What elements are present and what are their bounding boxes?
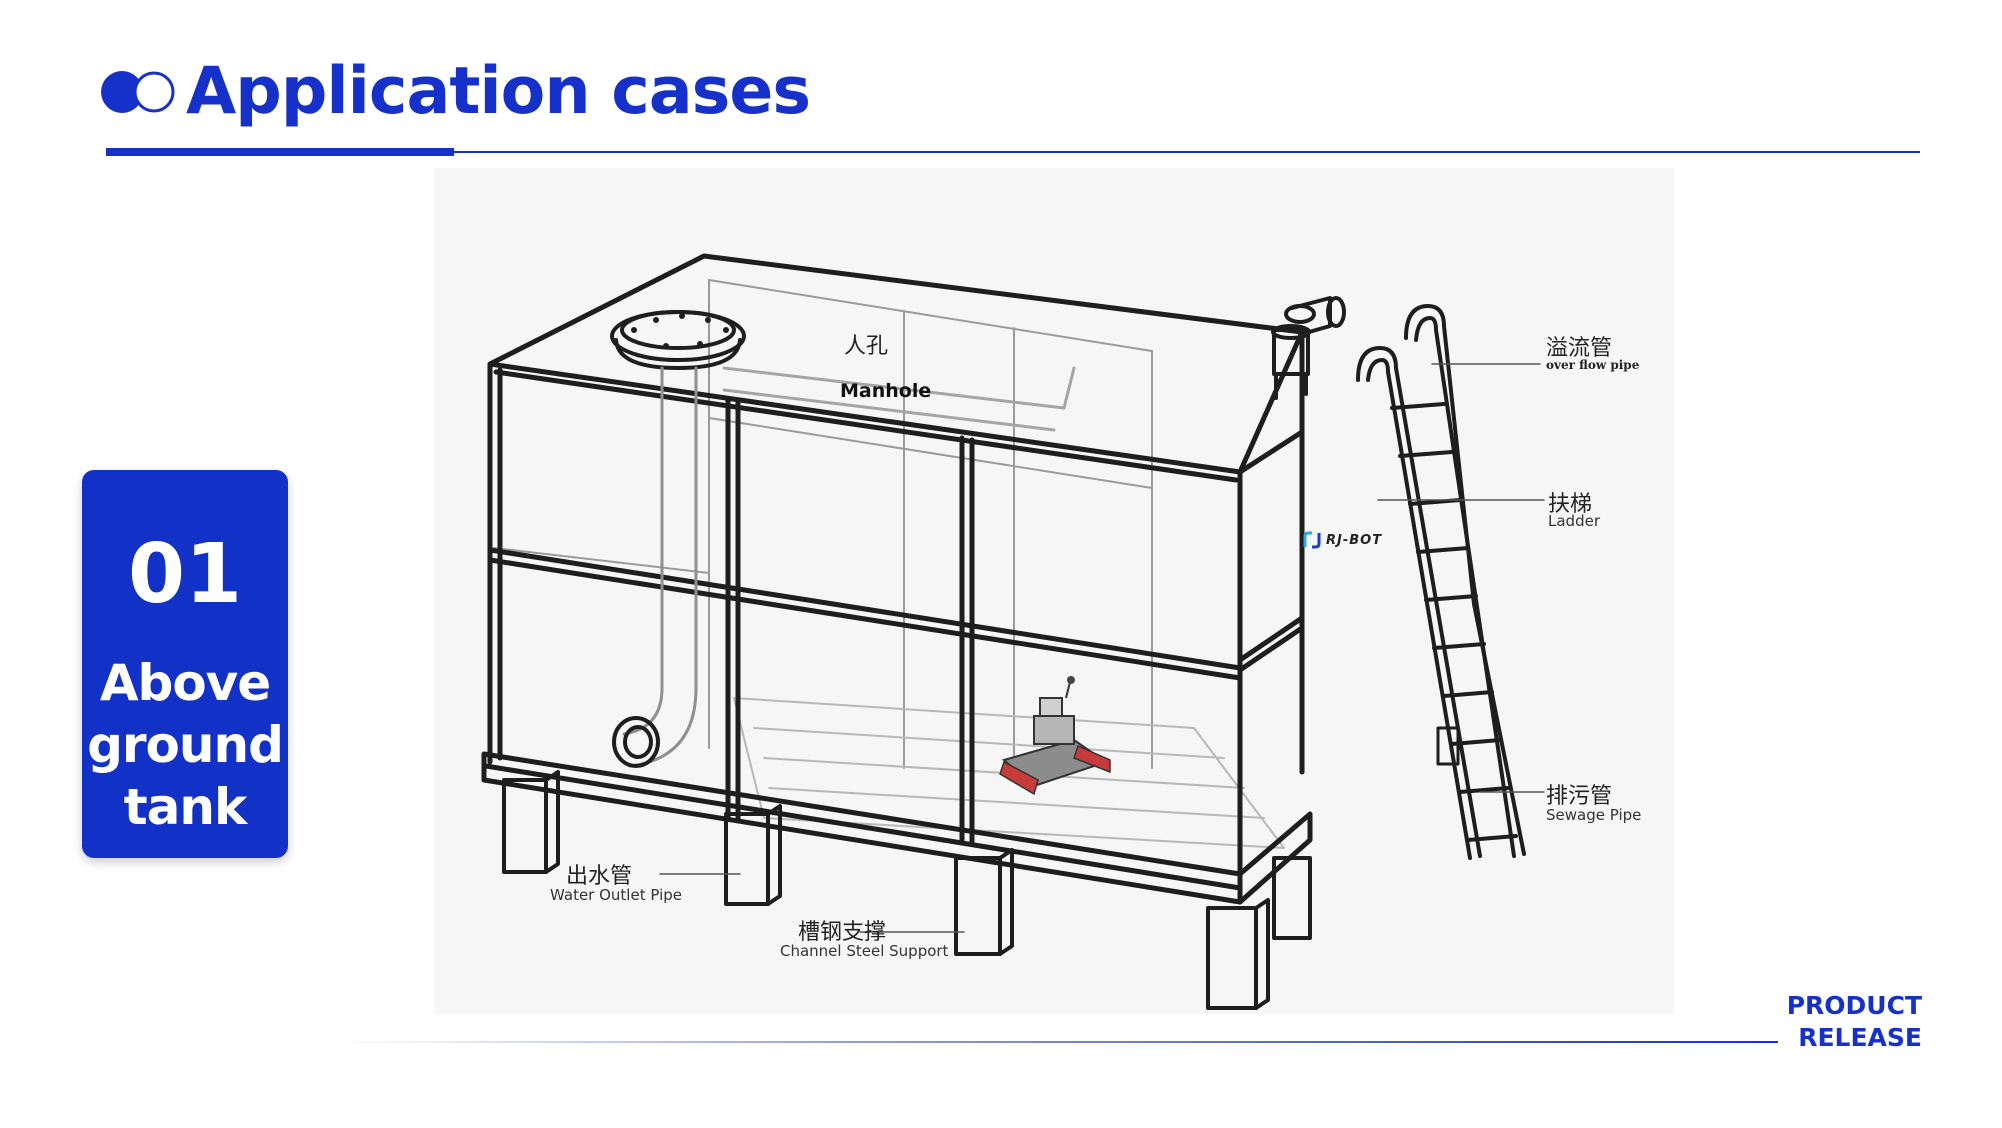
double-circle-icon	[101, 71, 175, 113]
case-number: 01	[127, 527, 243, 622]
robot-icon	[999, 676, 1111, 796]
sewage-pipe-label-zh: 排污管	[1546, 784, 1613, 809]
overflow-pipe-label-zh: 溢流管	[1546, 336, 1613, 361]
rj-bot-logo-icon	[1303, 531, 1321, 549]
tank-drawing	[481, 253, 1545, 1010]
footer-tag-line2: RELEASE	[1798, 1023, 1922, 1052]
ladder-label-en: Ladder	[1548, 512, 1600, 530]
water-outlet-label-zh: 出水管	[566, 864, 633, 889]
channel-support-label-en: Channel Steel Support	[780, 942, 949, 960]
page-title: Application cases	[186, 54, 811, 129]
product-release-tag: PRODUCT RELEASE	[1760, 990, 1922, 1054]
case-card: 01 Above ground tank	[82, 470, 288, 858]
sewage-pipe-label-en: Sewage Pipe	[1546, 806, 1642, 824]
footer-line	[340, 1041, 1778, 1043]
water-outlet-label-en: Water Outlet Pipe	[550, 886, 682, 904]
title-underline-accent	[106, 148, 454, 156]
case-label: Above ground tank	[87, 654, 284, 836]
ladder-label-zh: 扶梯	[1548, 492, 1593, 517]
overflow-pipe-label-en: over flow pipe	[1546, 358, 1640, 372]
manhole-label-zh: 人孔	[844, 334, 889, 359]
brand-logo: RJ-BOT	[1302, 530, 1382, 550]
footer-tag-line1: PRODUCT	[1786, 991, 1922, 1020]
tank-diagram: 人孔 Manhole 溢流管 over flow pipe 扶梯 Ladder …	[434, 168, 1674, 1014]
channel-support-label-zh: 槽钢支撑	[798, 920, 887, 945]
brand-name: RJ-BOT	[1326, 532, 1383, 548]
title-underline	[454, 151, 1920, 153]
manhole-label-en: Manhole	[840, 380, 932, 402]
